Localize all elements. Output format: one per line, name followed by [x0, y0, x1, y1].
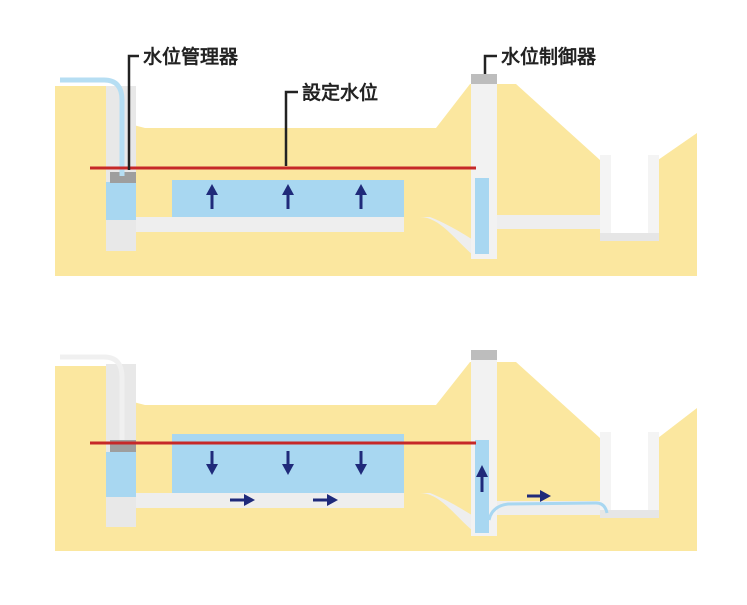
pipe-under-field-top: [172, 217, 404, 232]
manager-chamber-water-top: [106, 182, 136, 220]
pipe-left-top: [136, 217, 172, 232]
callout-water-level-controller: 水位制御器: [483, 45, 597, 74]
pipe-under-field-bottom: [172, 493, 404, 508]
arrow-down-icon: [282, 451, 294, 475]
panel-bottom: [55, 350, 697, 551]
pipe-elbow-bottom: [404, 493, 487, 535]
manager-device-top: [110, 172, 136, 183]
arrow-right-icon: [230, 494, 255, 506]
callout-set-water-level: 設定水位: [284, 81, 378, 166]
channel-cavity-top: [611, 155, 648, 233]
pipe-elbow-top: [404, 217, 487, 259]
channel-bed-top: [600, 233, 659, 241]
arrow-up-icon: [355, 184, 367, 209]
arrow-up-icon: [282, 184, 294, 209]
controller-device-bottom: [471, 350, 497, 360]
channel-bed-bottom: [600, 510, 659, 518]
outflow-water-bottom: [487, 501, 609, 521]
channel-cavity-bottom: [611, 432, 648, 510]
inflow-hose-bottom: [60, 354, 125, 440]
pipe-left-bottom: [136, 493, 172, 508]
arrows-right-bottom: [230, 490, 551, 506]
arrow-up-controller-bottom: [476, 465, 488, 492]
label-water-level-manager: 水位管理器: [143, 45, 239, 68]
callout-water-level-manager: 水位管理器: [127, 45, 239, 170]
arrow-right-icon: [527, 490, 551, 502]
panel-top: [55, 74, 697, 276]
label-water-level-controller: 水位制御器: [501, 45, 597, 68]
arrow-down-icon: [355, 451, 367, 475]
inflow-hose-top: [60, 77, 125, 176]
arrows-up-top: [206, 184, 367, 209]
pipe-right-top: [497, 215, 600, 229]
arrow-right-icon: [313, 494, 338, 506]
arrows-down-bottom: [206, 451, 367, 475]
arrow-up-icon: [206, 184, 218, 209]
label-set-water-level: 設定水位: [302, 81, 378, 104]
controller-device-top: [471, 74, 497, 84]
controller-water-top: [475, 178, 489, 254]
manager-chamber-water-bottom: [106, 452, 136, 497]
arrow-down-icon: [206, 451, 218, 475]
